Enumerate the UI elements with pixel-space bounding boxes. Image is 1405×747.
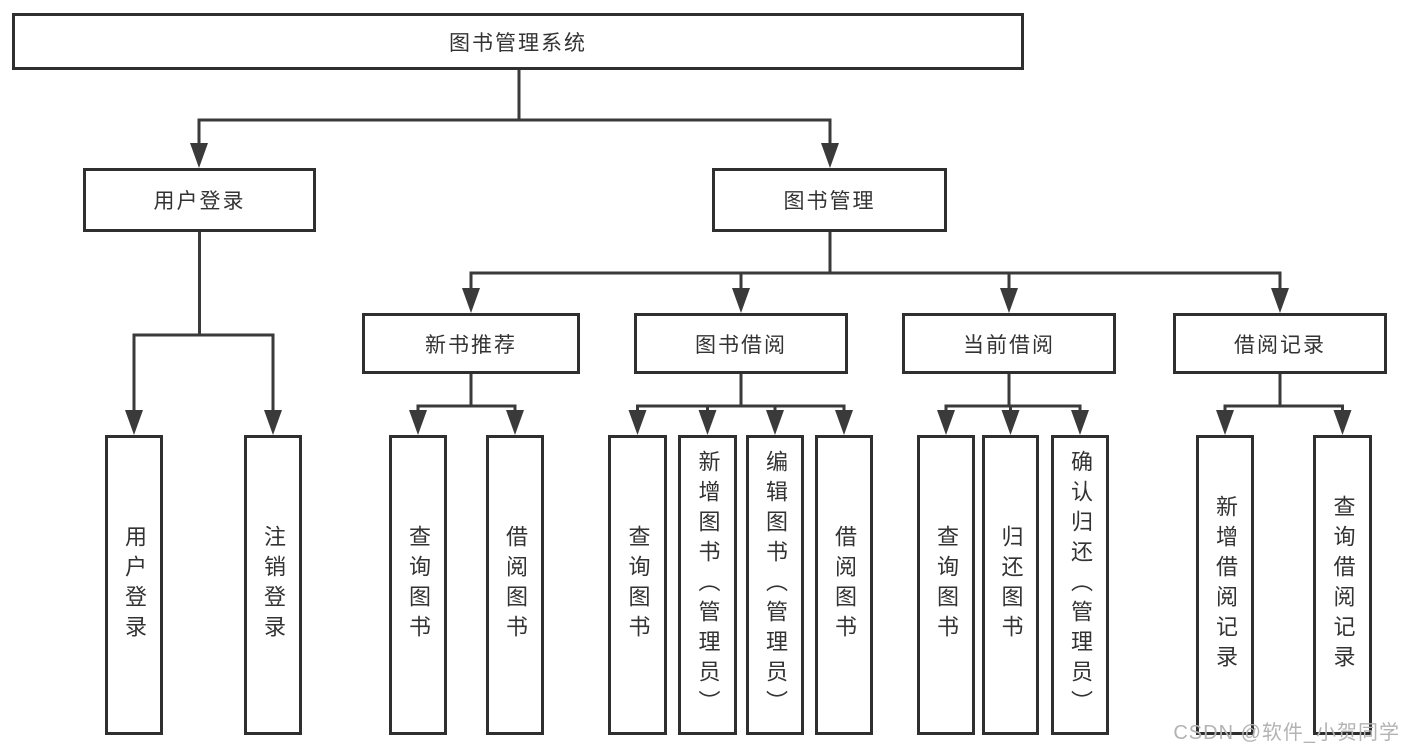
leaf-query-books-borrow-label: 查询图书 [625,525,651,645]
node-new-book-recommendation-label: 新书推荐 [425,333,517,357]
leaf-add-borrow-record-label: 新增借阅记录 [1213,495,1238,675]
leaf-borrow-books: 借阅图书 [815,435,873,735]
leaf-logout: 注销登录 [244,435,302,735]
node-current-borrowing: 当前借阅 [902,313,1116,374]
node-book-borrowing-label: 图书借阅 [695,333,787,357]
leaf-borrow-books-label: 借阅图书 [832,525,857,645]
leaf-return-books: 归还图书 [982,435,1039,735]
node-root: 图书管理系统 [12,13,1024,70]
leaf-query-books-recommend: 查询图书 [389,435,447,735]
node-current-borrowing-label: 当前借阅 [963,333,1055,357]
leaf-user-login-label: 用户登录 [122,525,147,645]
leaf-edit-books-admin-label: 编辑图书（管理员） [763,450,788,720]
leaf-query-books-current-label: 查询图书 [934,525,959,645]
node-root-label: 图书管理系统 [449,31,587,55]
leaf-add-borrow-record: 新增借阅记录 [1196,435,1254,735]
leaf-query-books-current: 查询图书 [917,435,975,735]
leaf-edit-books-admin: 编辑图书（管理员） [746,435,804,735]
leaf-add-books-admin-label: 新增图书（管理员） [695,450,721,720]
node-borrowing-records-label: 借阅记录 [1234,333,1326,357]
leaf-query-borrow-record-label: 查询借阅记录 [1330,495,1356,675]
leaf-query-books-borrow: 查询图书 [608,435,667,735]
leaf-user-login: 用户登录 [105,435,163,735]
node-user-login-label: 用户登录 [153,190,246,213]
leaf-query-books-recommend-label: 查询图书 [406,525,431,645]
leaf-query-borrow-record: 查询借阅记录 [1313,435,1372,735]
leaf-return-books-label: 归还图书 [998,525,1024,645]
leaf-borrow-books-recommend: 借阅图书 [486,435,544,735]
leaf-logout-label: 注销登录 [261,525,286,645]
leaf-confirm-return-admin-label: 确认归还（管理员） [1068,450,1093,720]
node-user-login: 用户登录 [83,168,316,232]
node-borrowing-records: 借阅记录 [1173,313,1387,374]
csdn-watermark: CSDN @软件_小贺同学 [1173,722,1400,744]
node-new-book-recommendation: 新书推荐 [362,313,580,374]
node-book-borrowing: 图书借阅 [634,313,848,374]
node-book-management-label: 图书管理 [783,190,876,213]
connector-arrowheads [125,143,1352,435]
leaf-borrow-books-recommend-label: 借阅图书 [503,525,528,645]
node-book-management: 图书管理 [712,168,947,232]
leaf-confirm-return-admin: 确认归还（管理员） [1051,435,1109,735]
leaf-add-books-admin: 新增图书（管理员） [678,435,737,735]
